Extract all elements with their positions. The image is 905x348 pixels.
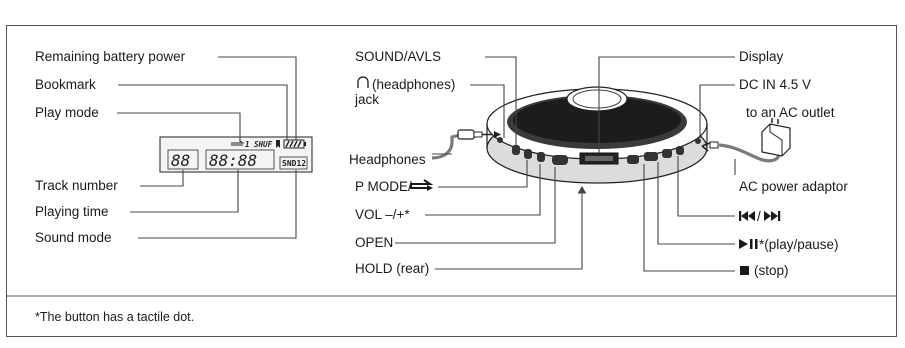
label-ac-adaptor: AC power adaptor bbox=[739, 179, 848, 194]
play-pause-icon bbox=[739, 239, 758, 249]
label-track-number: Track number bbox=[35, 178, 118, 193]
lcd-battery-icon bbox=[283, 139, 306, 149]
lcd-time-digits: 88:88 bbox=[209, 151, 257, 170]
player-leader-lines bbox=[395, 56, 736, 272]
label-play-mode: Play mode bbox=[35, 105, 99, 120]
label-open: OPEN bbox=[355, 235, 393, 250]
label-headphones: Headphones bbox=[349, 152, 426, 167]
stop-icon bbox=[740, 266, 749, 275]
front-buttons-left[interactable] bbox=[512, 145, 568, 165]
label-sound-mode: Sound mode bbox=[35, 230, 112, 245]
label-dc-in: DC IN 4.5 V bbox=[739, 77, 811, 92]
label-display: Display bbox=[739, 49, 784, 64]
label-play-pause: *(play/pause) bbox=[759, 237, 839, 252]
lcd-sound-mode: SND12 bbox=[282, 159, 306, 168]
headphones-icon bbox=[357, 76, 369, 88]
front-buttons-right[interactable] bbox=[627, 146, 684, 164]
label-playing-time: Playing time bbox=[35, 204, 109, 219]
prev-next-icon bbox=[739, 211, 755, 221]
lcd-track-digits: 88 bbox=[171, 151, 190, 170]
label-ac-outlet: to an AC outlet bbox=[746, 105, 835, 120]
headphones-plug bbox=[431, 129, 501, 160]
diagram-frame bbox=[6, 25, 897, 337]
lcd-leader-lines bbox=[117, 56, 297, 239]
label-stop: (stop) bbox=[754, 263, 789, 278]
label-vol: VOL –/+* bbox=[355, 207, 410, 222]
repeat-icon bbox=[410, 179, 434, 191]
lcd-bookmark-icon bbox=[276, 140, 280, 148]
label-headphones-jack-1: (headphones) bbox=[372, 77, 455, 92]
lcd-shuffle: 1 SHUF bbox=[245, 140, 273, 149]
label-bookmark: Bookmark bbox=[35, 77, 96, 92]
disc-window bbox=[566, 86, 628, 112]
footnote: *The button has a tactile dot. bbox=[35, 310, 194, 324]
label-headphones-jack-2: jack bbox=[354, 92, 379, 107]
label-sound-avls: SOUND/AVLS bbox=[355, 49, 441, 64]
label-skip-separator: / bbox=[757, 209, 761, 224]
lcd-track-box bbox=[167, 149, 199, 170]
next-icon bbox=[764, 211, 781, 221]
ac-adaptor bbox=[701, 118, 791, 163]
label-p-mode: P MODE/ bbox=[355, 179, 412, 194]
label-remaining-battery: Remaining battery power bbox=[35, 49, 186, 64]
lcd-repeat-icon bbox=[231, 140, 245, 146]
label-hold: HOLD (rear) bbox=[355, 261, 429, 276]
lcd-time-box bbox=[205, 149, 275, 170]
lcd-sound-mode-box bbox=[279, 156, 308, 170]
lcd-panel: 88 88:88 1 SHUF SND12 bbox=[159, 136, 313, 173]
cd-player-body bbox=[486, 86, 708, 184]
